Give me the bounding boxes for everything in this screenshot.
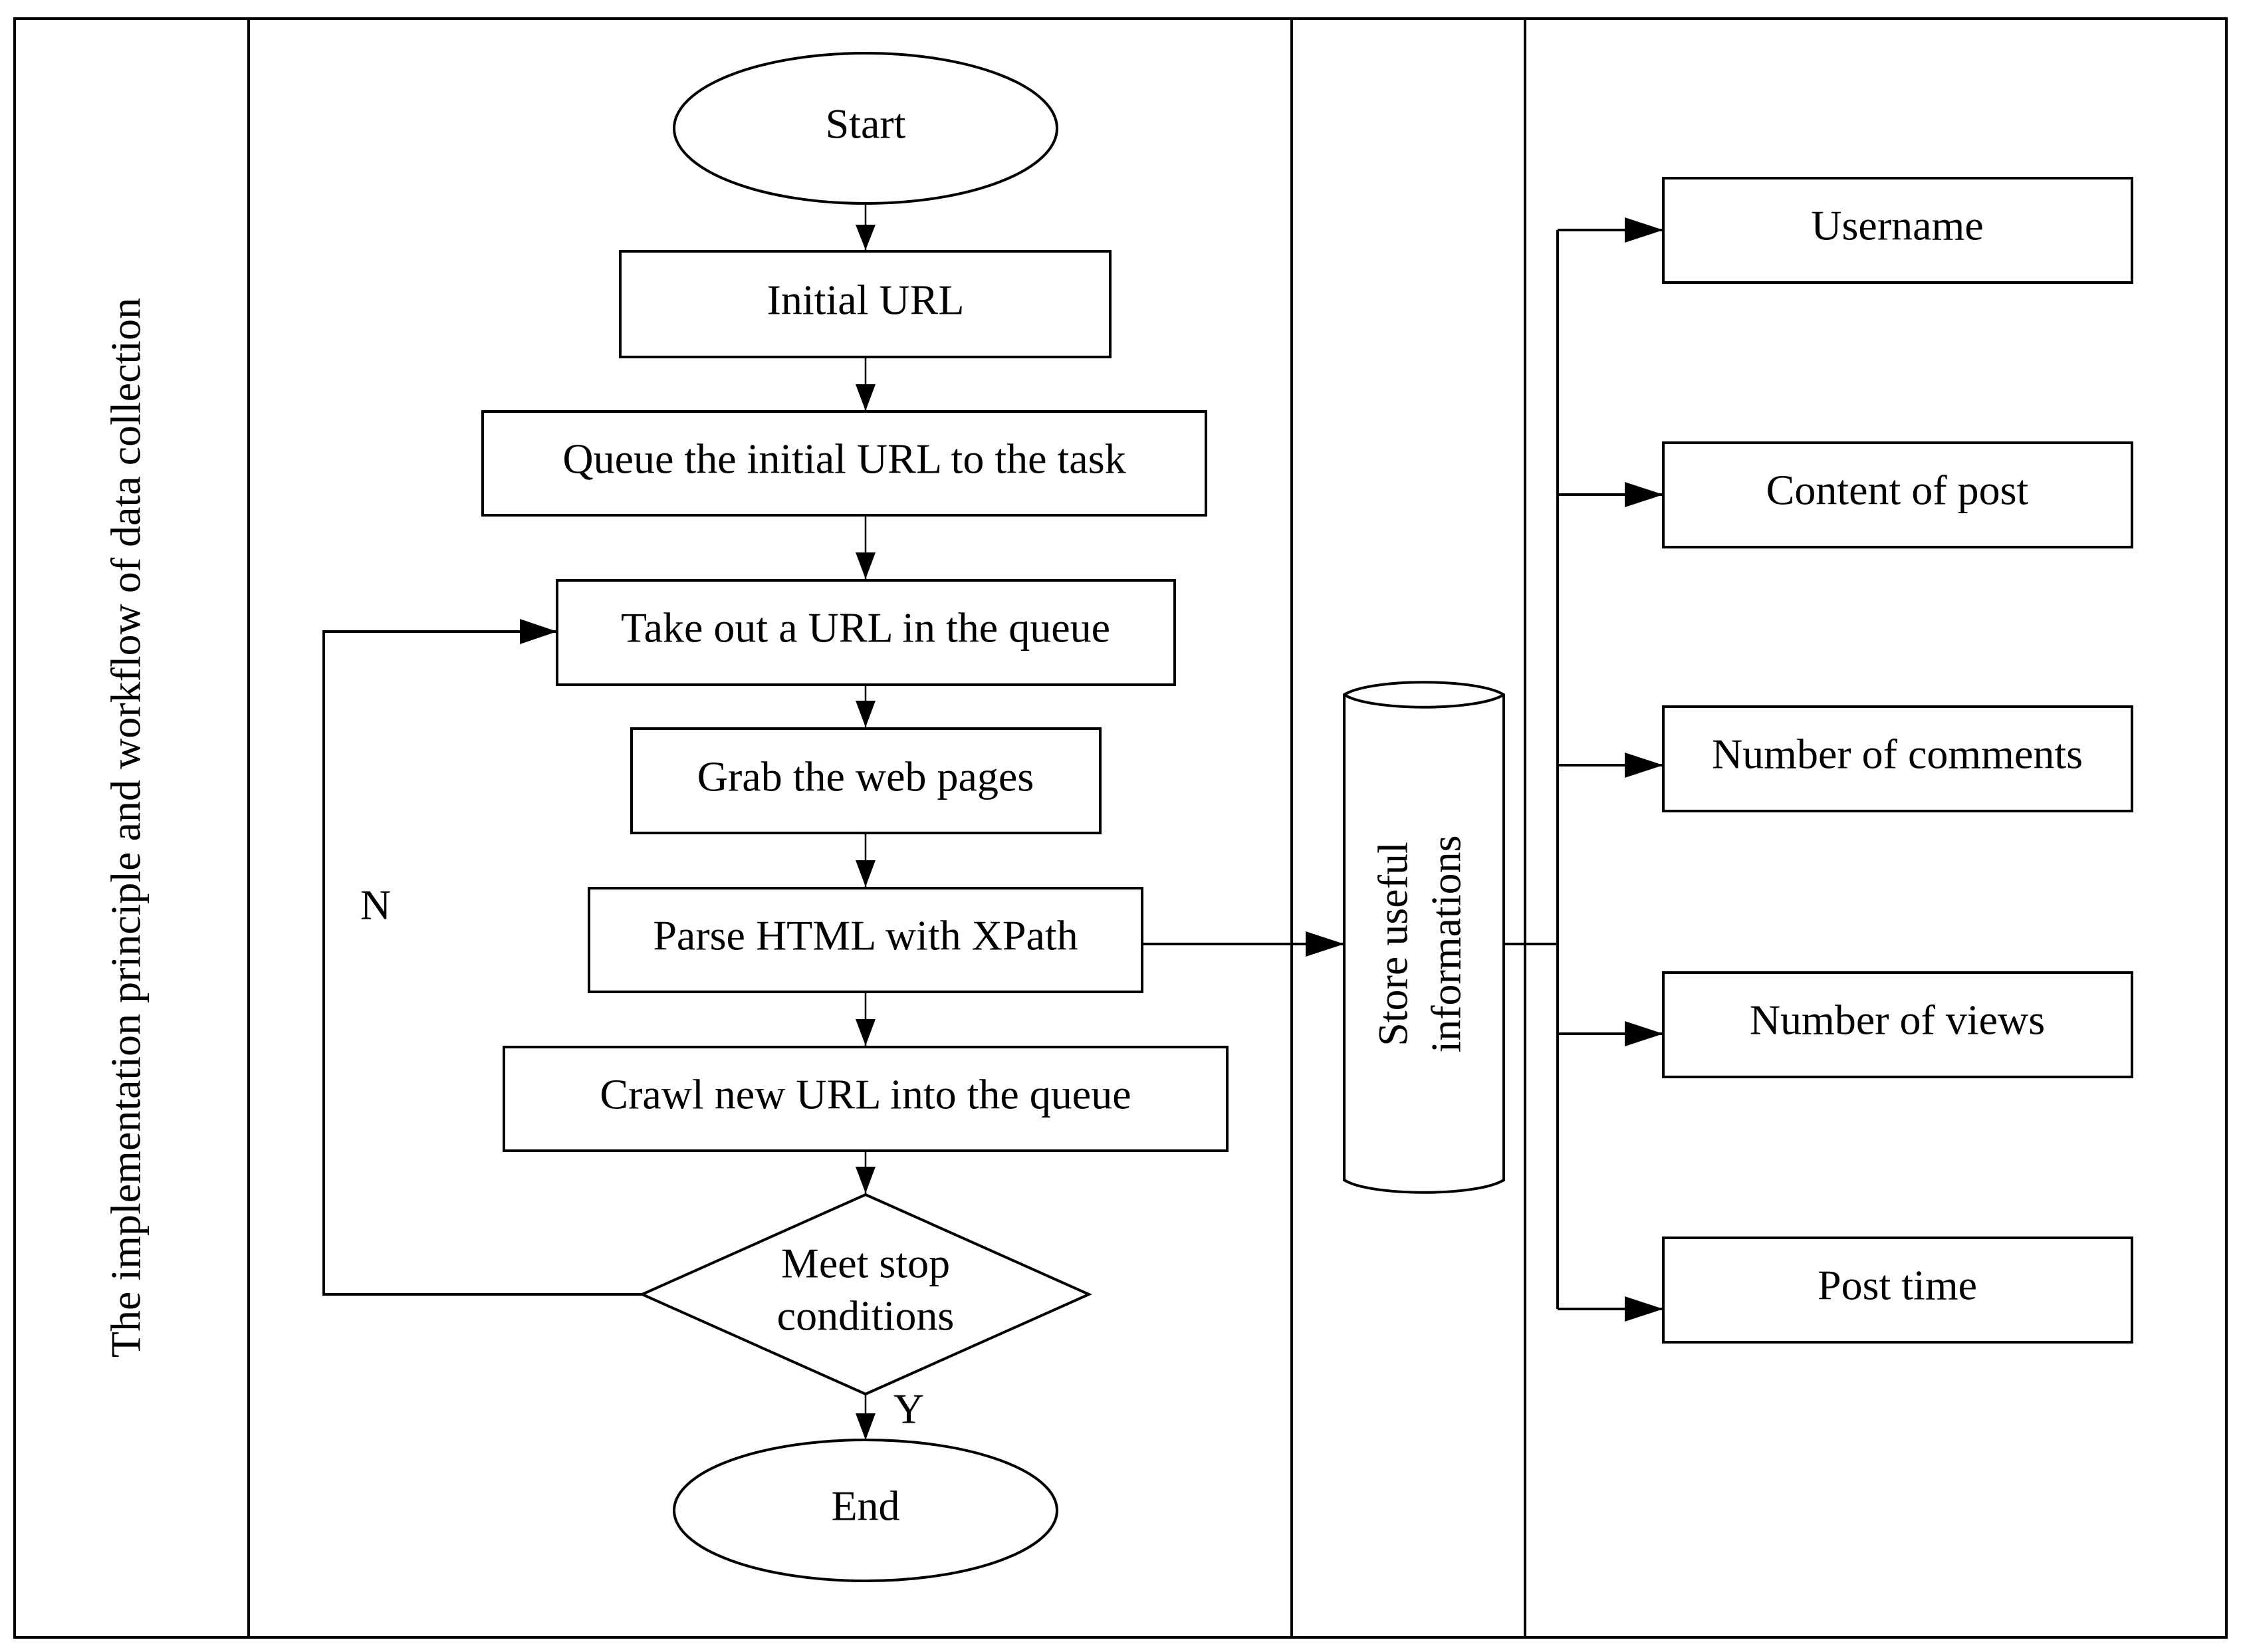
field-post-time: Post time [1662,1237,2133,1344]
take-out-box [556,579,1176,686]
arrowhead [1306,931,1344,957]
arrowhead [1625,1021,1663,1046]
crawl-label: Crawl new URL into the queue [600,1071,1131,1118]
edge-label-no: N [360,882,391,929]
field-label: Content of post [1766,467,2029,514]
edge-label-yes: Y [893,1385,924,1433]
storage-label: Store useful informations [1369,835,1470,1052]
field-box [1662,177,2133,284]
field-label: Username [1811,202,1983,249]
field-content-of-post: Content of post [1662,441,2133,548]
arrowhead [856,1019,876,1046]
field-label: Number of comments [1712,731,2083,778]
initial-url-box [619,250,1112,358]
node-queue-initial: Queue the initial URL to the task [481,410,1207,517]
field-label: Number of views [1750,997,2045,1044]
node-end: End [673,1439,1058,1582]
arrowhead [856,552,876,579]
arrowhead [856,1413,876,1440]
field-box [1662,441,2133,548]
field-box [1662,1237,2133,1344]
end-ellipse [673,1439,1058,1582]
edge-loop-no [322,630,642,1296]
end-label: End [831,1482,899,1530]
node-start: Start [673,52,1058,205]
storage-label-line1: Store useful [1369,842,1417,1046]
take-out-label: Take out a URL in the queue [621,604,1110,651]
node-parse: Parse HTML with XPath [588,887,1143,993]
arrowhead [1625,1296,1663,1322]
arrowhead [856,1167,876,1193]
queue-initial-label: Queue the initial URL to the task [562,435,1125,483]
field-label: Post time [1818,1262,1977,1309]
queue-initial-box [481,410,1207,517]
initial-url-label: Initial URL [767,277,965,324]
field-number-of-views: Number of views [1662,971,2133,1078]
arrowhead [856,225,876,250]
node-initial-url: Initial URL [619,250,1112,358]
field-box [1662,705,2133,812]
side-label: The implementation principle and workflo… [102,298,150,1357]
node-take-out: Take out a URL in the queue [556,579,1176,686]
arrowhead [856,860,876,887]
field-username: Username [1662,177,2133,284]
storage-label-line2: informations [1423,835,1470,1052]
field-number-of-comments: Number of comments [1662,705,2133,812]
field-box [1662,971,2133,1078]
arrowhead [856,701,876,727]
arrowhead [1625,482,1663,507]
arrowhead [1625,217,1663,243]
arrowhead [520,619,557,644]
grab-box [630,727,1102,834]
node-grab: Grab the web pages [630,727,1102,834]
node-crawl: Crawl new URL into the queue [503,1046,1229,1152]
storage-node: Store useful informations [1343,681,1505,1194]
decision-label-line2: conditions [777,1292,955,1340]
arrowhead [856,384,876,411]
decision-diamond [639,1193,1092,1396]
start-ellipse [673,52,1058,205]
connectors [322,203,1663,1440]
crawl-box [503,1046,1229,1152]
decision-label-line1: Meet stop [781,1240,950,1287]
parse-box [588,887,1143,993]
grab-label: Grab the web pages [697,753,1034,800]
arrowhead [1625,753,1663,778]
outer-border [13,17,2228,1639]
start-label: Start [826,100,906,148]
node-decision: Meet stop conditions [639,1193,1092,1396]
storage-cylinder-lip [1343,693,1505,709]
swimlane-frame [13,17,2228,1639]
storage-cylinder [1343,681,1505,1194]
parse-label: Parse HTML with XPath [653,912,1078,959]
